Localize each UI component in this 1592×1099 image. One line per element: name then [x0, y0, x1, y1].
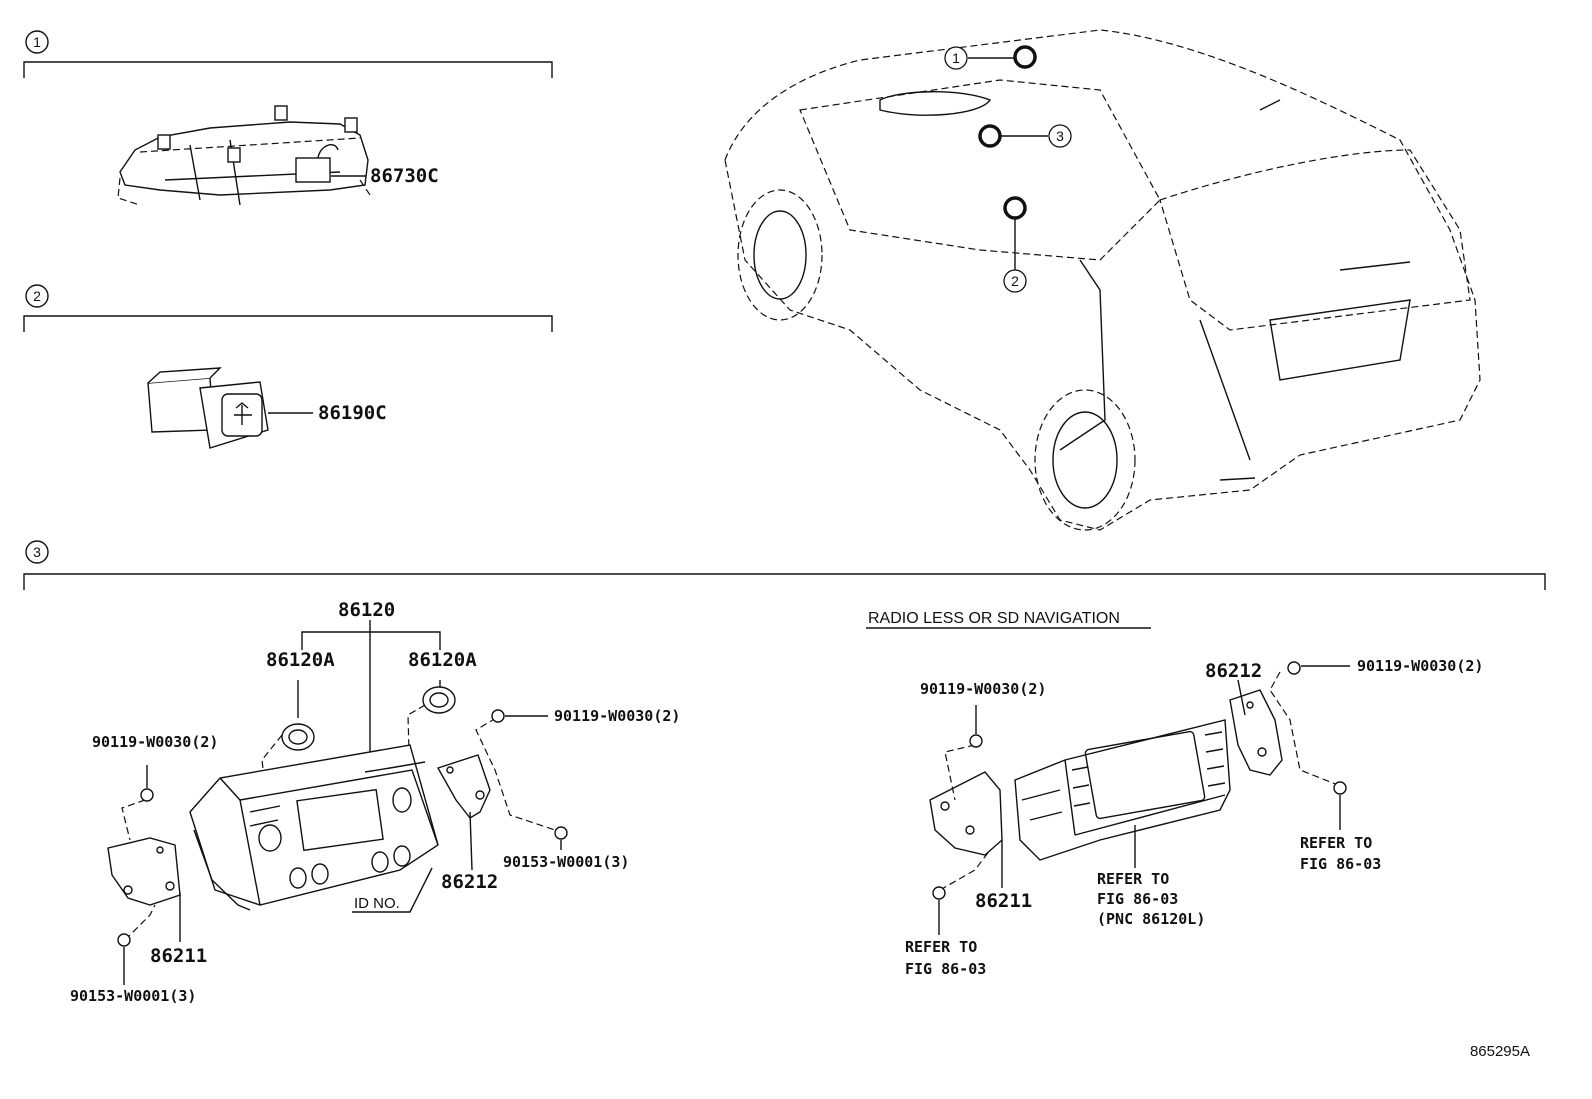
- label-90153-mid: 90153-W0001(3): [503, 853, 629, 871]
- screw-nav-left-lower: [932, 886, 946, 900]
- screw-90119-nav-right: [1287, 661, 1301, 675]
- refer-center-line2: FIG 86-03: [1097, 890, 1178, 908]
- screw-nav-right-lower: [1333, 781, 1347, 795]
- bracket-86212-left: [436, 754, 491, 819]
- knob-left: [281, 723, 315, 751]
- label-90119-nav-left: 90119-W0030(2): [920, 680, 1046, 698]
- section-2-marker: [25, 284, 49, 308]
- knob-right: [422, 686, 456, 714]
- label-86120A-left: 86120A: [266, 649, 335, 671]
- label-90119-mid: 90119-W0030(2): [554, 707, 680, 725]
- location-marker-2: [1003, 196, 1027, 220]
- label-id-no: ID NO.: [354, 895, 400, 912]
- usb-port-drawing: [147, 367, 269, 449]
- overhead-console-drawing: [117, 105, 373, 206]
- label-86190C: 86190C: [318, 402, 387, 424]
- bracket-86211-left: [107, 837, 181, 906]
- label-86120A-right: 86120A: [408, 649, 477, 671]
- section-3-bracket: [23, 573, 1546, 590]
- screw-90119-left: [140, 788, 154, 802]
- refer-right-line1: REFER TO: [1300, 834, 1372, 852]
- label-86120: 86120: [338, 599, 395, 621]
- label-86212-nav: 86212: [1205, 660, 1262, 682]
- section-3: 3: [23, 540, 1546, 590]
- navigation-head-unit: [1014, 719, 1231, 861]
- label-86211-left: 86211: [150, 945, 207, 967]
- screw-90153-left: [117, 933, 131, 947]
- section-2: 2 86190C: [23, 284, 553, 449]
- label-90119-nav-right: 90119-W0030(2): [1357, 657, 1483, 675]
- component-86730C: [295, 157, 331, 183]
- refer-left-line1: REFER TO: [905, 938, 977, 956]
- refer-right-line2: FIG 86-03: [1300, 855, 1381, 873]
- nav-variant-title: RADIO LESS OR SD NAVIGATION: [868, 610, 1120, 627]
- figure-id: 865295A: [1470, 1043, 1530, 1060]
- screw-90153-mid: [554, 826, 568, 840]
- navigation-screen: [1084, 730, 1206, 820]
- section-3-marker: [25, 540, 49, 564]
- location-marker-1: [1013, 45, 1037, 69]
- location-marker-3: [978, 124, 1002, 148]
- bracket-86212-nav: [1229, 689, 1283, 776]
- callout-1: 1: [952, 50, 960, 66]
- callout-3: 3: [1056, 128, 1064, 144]
- refer-center-line1: REFER TO: [1097, 870, 1169, 888]
- label-86730C: 86730C: [370, 165, 439, 187]
- label-90153-left: 90153-W0001(3): [70, 987, 196, 1005]
- vehicle-locator-drawing: 1 2 3: [724, 29, 1481, 531]
- refer-left-line2: FIG 86-03: [905, 960, 986, 978]
- navigation-unit-group: RADIO LESS OR SD NAVIGATION 86211 90119-…: [866, 610, 1483, 978]
- callout-2: 2: [1011, 273, 1019, 289]
- audio-unit-group: 86120 86120A 86120A ID NO. 862: [70, 599, 680, 1005]
- section-1-bracket: [23, 61, 553, 78]
- screw-90119-mid: [491, 709, 505, 723]
- label-86212-left: 86212: [441, 871, 498, 893]
- section-1-marker: [25, 30, 49, 54]
- label-86211-nav: 86211: [975, 890, 1032, 912]
- section-1-number: 1: [33, 34, 41, 50]
- refer-center-line3: (PNC 86120L): [1097, 910, 1205, 928]
- section-3-number: 3: [33, 544, 41, 560]
- screw-90119-nav-left: [969, 734, 983, 748]
- bracket-86211-nav: [929, 771, 1003, 856]
- label-90119-left: 90119-W0030(2): [92, 733, 218, 751]
- section-1: 1 86730C: [23, 30, 553, 206]
- section-2-number: 2: [33, 288, 41, 304]
- section-2-bracket: [23, 315, 553, 332]
